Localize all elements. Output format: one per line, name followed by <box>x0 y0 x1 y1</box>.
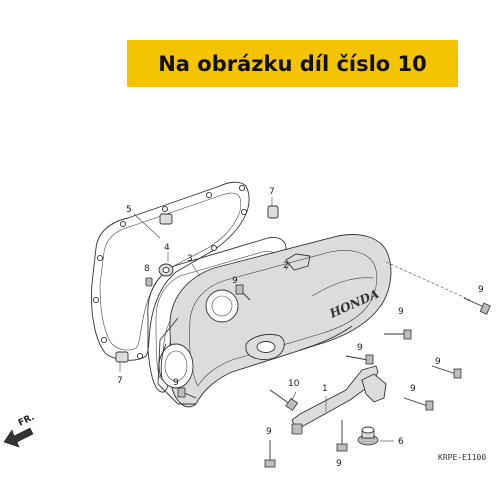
callout-10: 10 <box>288 379 300 389</box>
small-pin <box>145 277 153 287</box>
callout-7-top: 7 <box>269 187 275 197</box>
callout-9-e: 9 <box>410 384 416 394</box>
bolt-right-2 <box>345 354 374 365</box>
dowel-pin-top <box>267 205 279 219</box>
bolt-left-upper <box>235 284 251 301</box>
cap-nut <box>357 426 379 446</box>
callout-9-g: 9 <box>266 427 272 437</box>
callout-4: 4 <box>164 243 170 253</box>
callout-6: 6 <box>398 437 404 447</box>
bolt-right-4 <box>431 365 462 379</box>
dowel-pin-lower <box>115 351 129 363</box>
callout-9-b: 9 <box>398 307 404 317</box>
callout-9-a: 9 <box>478 285 484 295</box>
gasket-outline <box>91 181 250 361</box>
callout-1: 1 <box>322 384 328 394</box>
bolt-right-3 <box>403 397 434 411</box>
banner-text: Na obrázku díl číslo 10 <box>158 51 427 76</box>
callout-9-i: 9 <box>173 378 179 388</box>
direction-label: FR. <box>17 412 36 428</box>
callout-8: 8 <box>144 264 150 274</box>
callout-9-c: 9 <box>357 343 363 353</box>
callout-9-h: 9 <box>232 276 238 286</box>
callout-9-f: 9 <box>336 459 342 469</box>
callout-9-d: 9 <box>435 357 441 367</box>
callout-5: 5 <box>126 205 132 215</box>
callout-2: 2 <box>283 261 289 271</box>
leader-lines <box>119 197 394 442</box>
bolt-bottom-2 <box>264 440 276 468</box>
part-number-banner: Na obrázku díl číslo 10 <box>127 40 458 87</box>
left-crankcase-cover <box>157 234 392 408</box>
diagram-code: KRPE-E1100 <box>438 453 486 462</box>
front-direction-arrow: FR. <box>3 412 36 448</box>
callout-7-bottom: 7 <box>117 376 123 386</box>
bolt-left-lower <box>177 387 197 399</box>
bolt-bottom-1 <box>336 420 348 452</box>
dowel-pin-upper <box>159 213 173 225</box>
arrow-icon <box>3 427 34 448</box>
oil-seal <box>158 263 174 277</box>
bolt-10 <box>269 389 299 411</box>
bolt-upper-right <box>385 261 491 315</box>
cover-bracket <box>291 365 387 435</box>
callout-3: 3 <box>187 254 193 264</box>
bolt-right-1 <box>384 329 412 340</box>
